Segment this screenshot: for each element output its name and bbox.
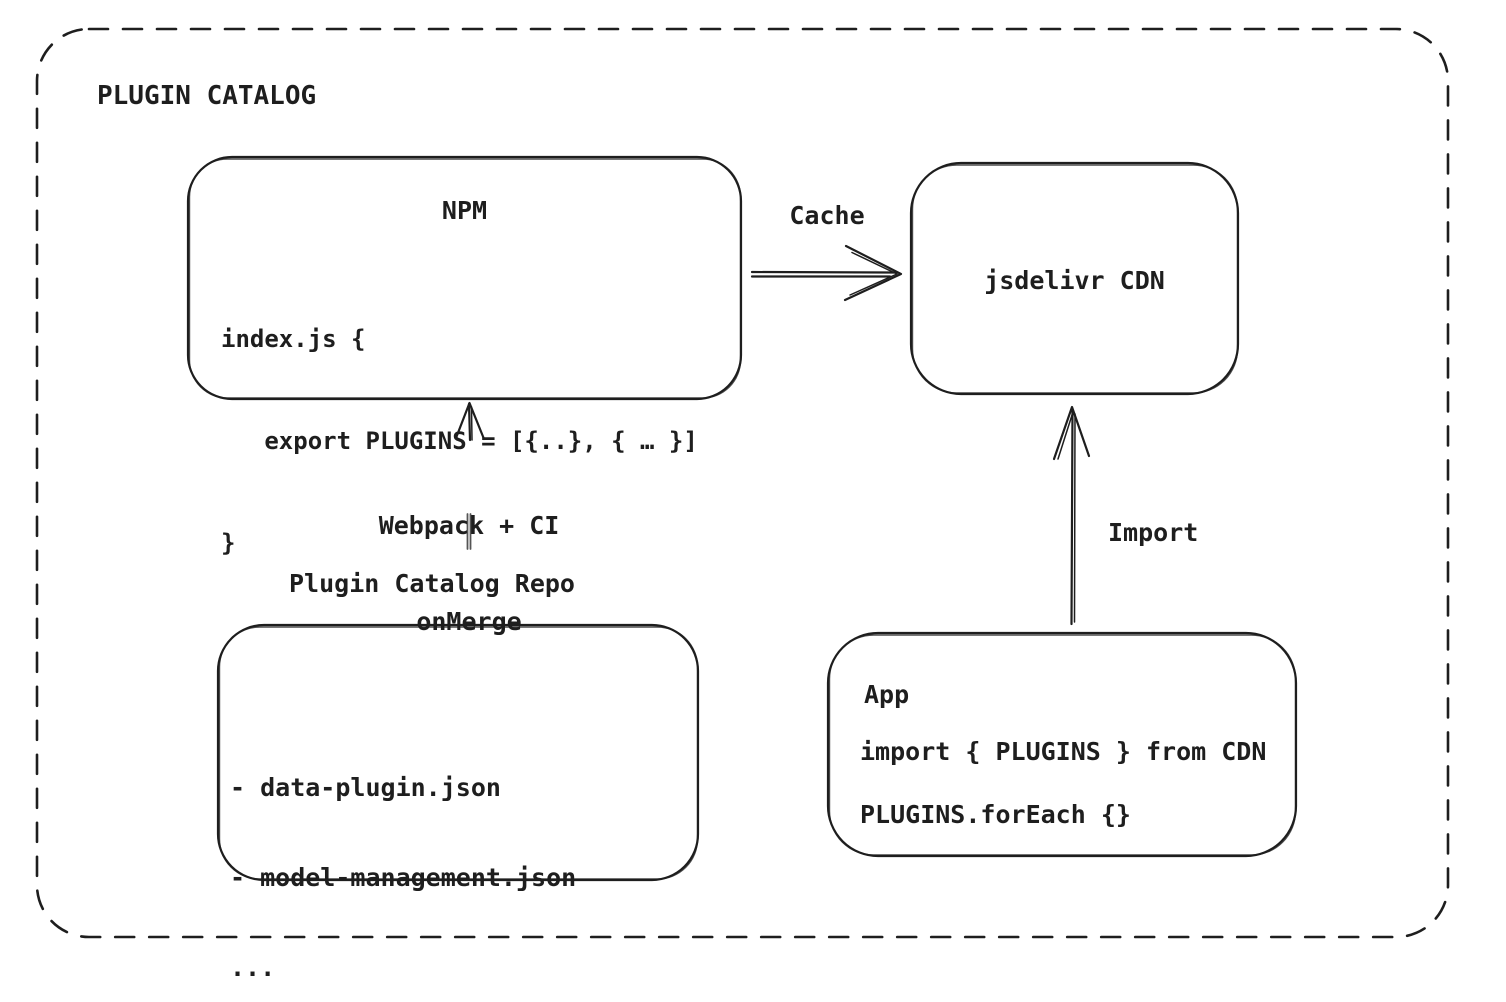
npm-code-block: index.js { export PLUGINS = [{..}, { … }… — [221, 254, 698, 628]
repo-file-item: ... — [230, 953, 276, 982]
cdn-box — [909, 161, 1240, 396]
repo-box — [216, 623, 700, 882]
npm-box — [186, 155, 743, 401]
repo-label: Plugin Catalog Repo — [289, 569, 575, 598]
build-arrow-label-line2: onMerge — [416, 607, 522, 636]
app-code-foreach: PLUGINS.forEach {} — [860, 800, 1131, 829]
app-code-import: import { PLUGINS } from CDN — [860, 737, 1267, 766]
cdn-label: jsdelivr CDN — [984, 266, 1165, 295]
cache-arrow — [750, 244, 903, 302]
build-arrow-label-line1: Webpack + CI — [378, 511, 560, 540]
repo-file-item: - data-plugin.json — [230, 773, 501, 802]
npm-code-line: index.js { — [221, 325, 366, 353]
build-arrow — [454, 401, 486, 442]
build-arrow-label: Webpack + CI onMerge — [319, 446, 619, 702]
app-title: App — [864, 680, 910, 709]
app-box — [826, 631, 1298, 858]
repo-file-item: - model-management.json — [230, 863, 577, 892]
npm-code-line: } — [221, 529, 236, 557]
plugin-catalog-boundary — [35, 27, 1450, 939]
repo-file-list: - data-plugin.json - model-management.js… — [230, 713, 576, 1002]
page-title: PLUGIN CATALOG — [97, 81, 317, 111]
cache-arrow-label: Cache — [789, 201, 865, 230]
npm-title: NPM — [441, 196, 488, 225]
npm-code-line: export PLUGINS = [{..}, { … }] — [221, 427, 698, 455]
connector-line — [466, 513, 472, 550]
import-arrow — [1052, 405, 1091, 626]
import-arrow-label: Import — [1108, 518, 1199, 547]
